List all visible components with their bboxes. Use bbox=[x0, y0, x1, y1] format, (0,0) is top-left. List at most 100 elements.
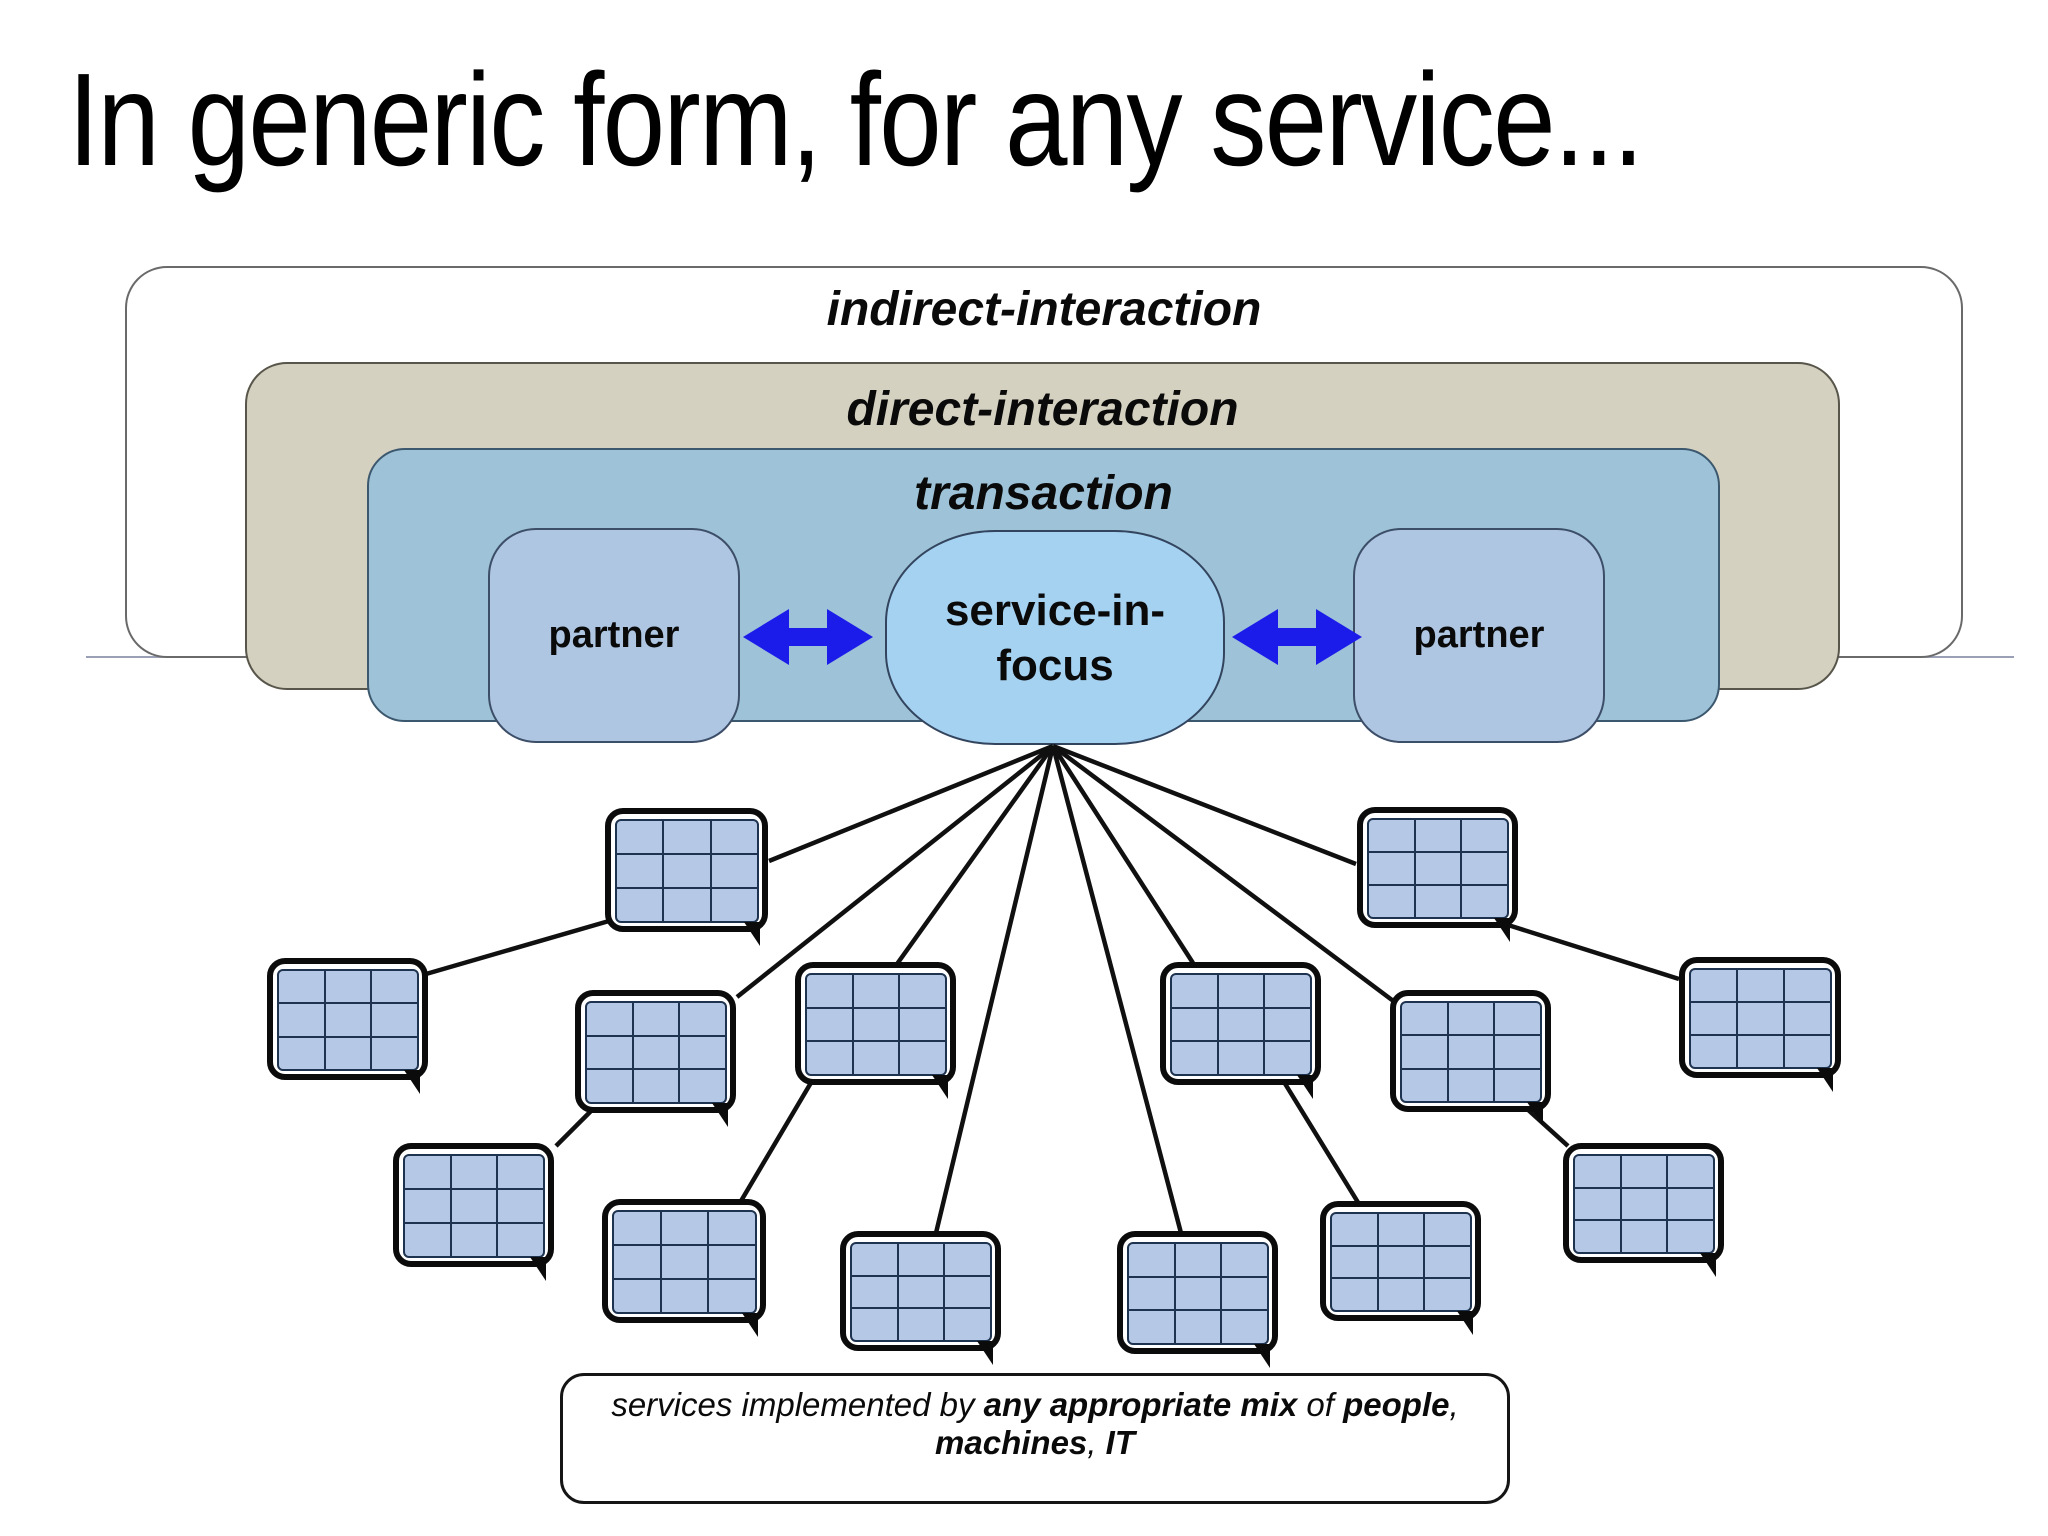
table-cell bbox=[1265, 1042, 1310, 1074]
caption-segment: any appropriate mix bbox=[983, 1386, 1298, 1423]
table-cell bbox=[1369, 853, 1414, 884]
service-implementation-node bbox=[1117, 1231, 1278, 1368]
table-cell bbox=[498, 1156, 543, 1188]
table-cell bbox=[1621, 1221, 1667, 1252]
table-cell bbox=[664, 889, 710, 921]
table-cell bbox=[1425, 1246, 1470, 1278]
table-cell bbox=[498, 1190, 543, 1222]
table-cell bbox=[1621, 1188, 1667, 1220]
table-cell bbox=[372, 1037, 417, 1069]
table-cell bbox=[372, 1004, 417, 1036]
mini-table bbox=[277, 969, 419, 1071]
callout-tail-icon bbox=[744, 922, 760, 946]
table-cell bbox=[279, 1004, 324, 1036]
table-cell bbox=[1448, 1003, 1494, 1035]
connector-line bbox=[1051, 744, 1195, 965]
table-cell bbox=[1495, 1036, 1540, 1068]
table-cell bbox=[1738, 970, 1783, 1001]
table-cell bbox=[900, 975, 945, 1007]
table-cell bbox=[325, 1004, 371, 1036]
table-cell bbox=[807, 1008, 852, 1041]
table-cell bbox=[1575, 1188, 1620, 1220]
callout-tail-icon bbox=[1297, 1075, 1313, 1099]
table-cell bbox=[661, 1280, 708, 1312]
table-cell bbox=[325, 971, 371, 1003]
table-cell bbox=[1415, 853, 1461, 884]
table-cell bbox=[1448, 1036, 1494, 1068]
connector-line bbox=[735, 744, 1055, 999]
table-cell bbox=[1222, 1277, 1267, 1310]
mini-table bbox=[403, 1154, 545, 1258]
table-cell bbox=[1129, 1277, 1174, 1310]
table-cell bbox=[1218, 975, 1264, 1007]
caption-box: services implemented by any appropriate … bbox=[560, 1373, 1510, 1504]
table-cell bbox=[372, 971, 417, 1003]
mini-table bbox=[850, 1242, 992, 1342]
mini-table bbox=[585, 1001, 727, 1104]
ring-direct-label: direct-interaction bbox=[846, 383, 1239, 436]
table-cell bbox=[1575, 1156, 1620, 1187]
connector-line bbox=[1282, 1080, 1361, 1206]
service-label-line2: focus bbox=[996, 640, 1114, 690]
table-cell bbox=[1402, 1003, 1447, 1035]
table-cell bbox=[1265, 1008, 1310, 1041]
mini-table bbox=[1400, 1001, 1542, 1103]
service-implementation-node bbox=[1390, 990, 1551, 1126]
service-implementation-node bbox=[1563, 1143, 1724, 1277]
table-cell bbox=[1785, 1003, 1830, 1034]
connector-line bbox=[425, 918, 610, 977]
table-cell bbox=[1222, 1244, 1267, 1276]
callout-tail-icon bbox=[1254, 1344, 1270, 1368]
callout-tail-icon bbox=[977, 1341, 993, 1365]
table-cell bbox=[1448, 1069, 1494, 1101]
table-cell bbox=[1378, 1279, 1424, 1310]
connector-line bbox=[1507, 922, 1680, 982]
mini-table bbox=[1689, 968, 1832, 1069]
callout-tail-icon bbox=[1700, 1253, 1716, 1277]
mini-table bbox=[1127, 1242, 1269, 1345]
ring-transaction-label: transaction bbox=[914, 467, 1173, 520]
table-cell bbox=[1495, 1003, 1540, 1035]
table-cell bbox=[614, 1280, 660, 1312]
service-in-focus-box: service-in- focus bbox=[885, 530, 1225, 745]
service-implementation-node bbox=[795, 962, 956, 1099]
service-implementation-node bbox=[840, 1231, 1001, 1365]
table-cell bbox=[900, 1008, 945, 1041]
table-cell bbox=[633, 1003, 679, 1035]
table-cell bbox=[807, 975, 852, 1007]
callout-tail-icon bbox=[1457, 1311, 1473, 1335]
table-cell bbox=[1175, 1277, 1221, 1310]
table-cell bbox=[664, 821, 710, 853]
table-cell bbox=[1218, 1042, 1264, 1074]
table-cell bbox=[1691, 1036, 1736, 1067]
callout-tail-icon bbox=[1494, 918, 1510, 942]
table-cell bbox=[1495, 1069, 1540, 1101]
service-implementation-node bbox=[267, 958, 428, 1094]
table-cell bbox=[709, 1280, 755, 1312]
mini-table bbox=[615, 819, 759, 923]
table-cell bbox=[1668, 1188, 1713, 1220]
table-cell bbox=[1378, 1214, 1424, 1245]
table-cell bbox=[1462, 853, 1507, 884]
table-cell bbox=[1462, 886, 1507, 917]
table-cell bbox=[945, 1244, 990, 1275]
caption-segment: , bbox=[1449, 1386, 1459, 1423]
service-implementation-node bbox=[1320, 1201, 1481, 1335]
mini-table bbox=[1170, 973, 1312, 1076]
table-cell bbox=[633, 1036, 679, 1069]
table-cell bbox=[1172, 1008, 1217, 1041]
table-cell bbox=[1265, 975, 1310, 1007]
table-cell bbox=[1378, 1246, 1424, 1278]
table-cell bbox=[1691, 1003, 1736, 1034]
table-cell bbox=[1222, 1311, 1267, 1343]
callout-tail-icon bbox=[530, 1257, 546, 1281]
callout-tail-icon bbox=[712, 1103, 728, 1127]
table-cell bbox=[1668, 1221, 1713, 1252]
table-cell bbox=[680, 1070, 725, 1102]
table-cell bbox=[664, 855, 710, 887]
table-cell bbox=[680, 1036, 725, 1069]
table-cell bbox=[1172, 975, 1217, 1007]
table-cell bbox=[898, 1244, 944, 1275]
table-cell bbox=[852, 1276, 897, 1308]
table-cell bbox=[945, 1309, 990, 1340]
